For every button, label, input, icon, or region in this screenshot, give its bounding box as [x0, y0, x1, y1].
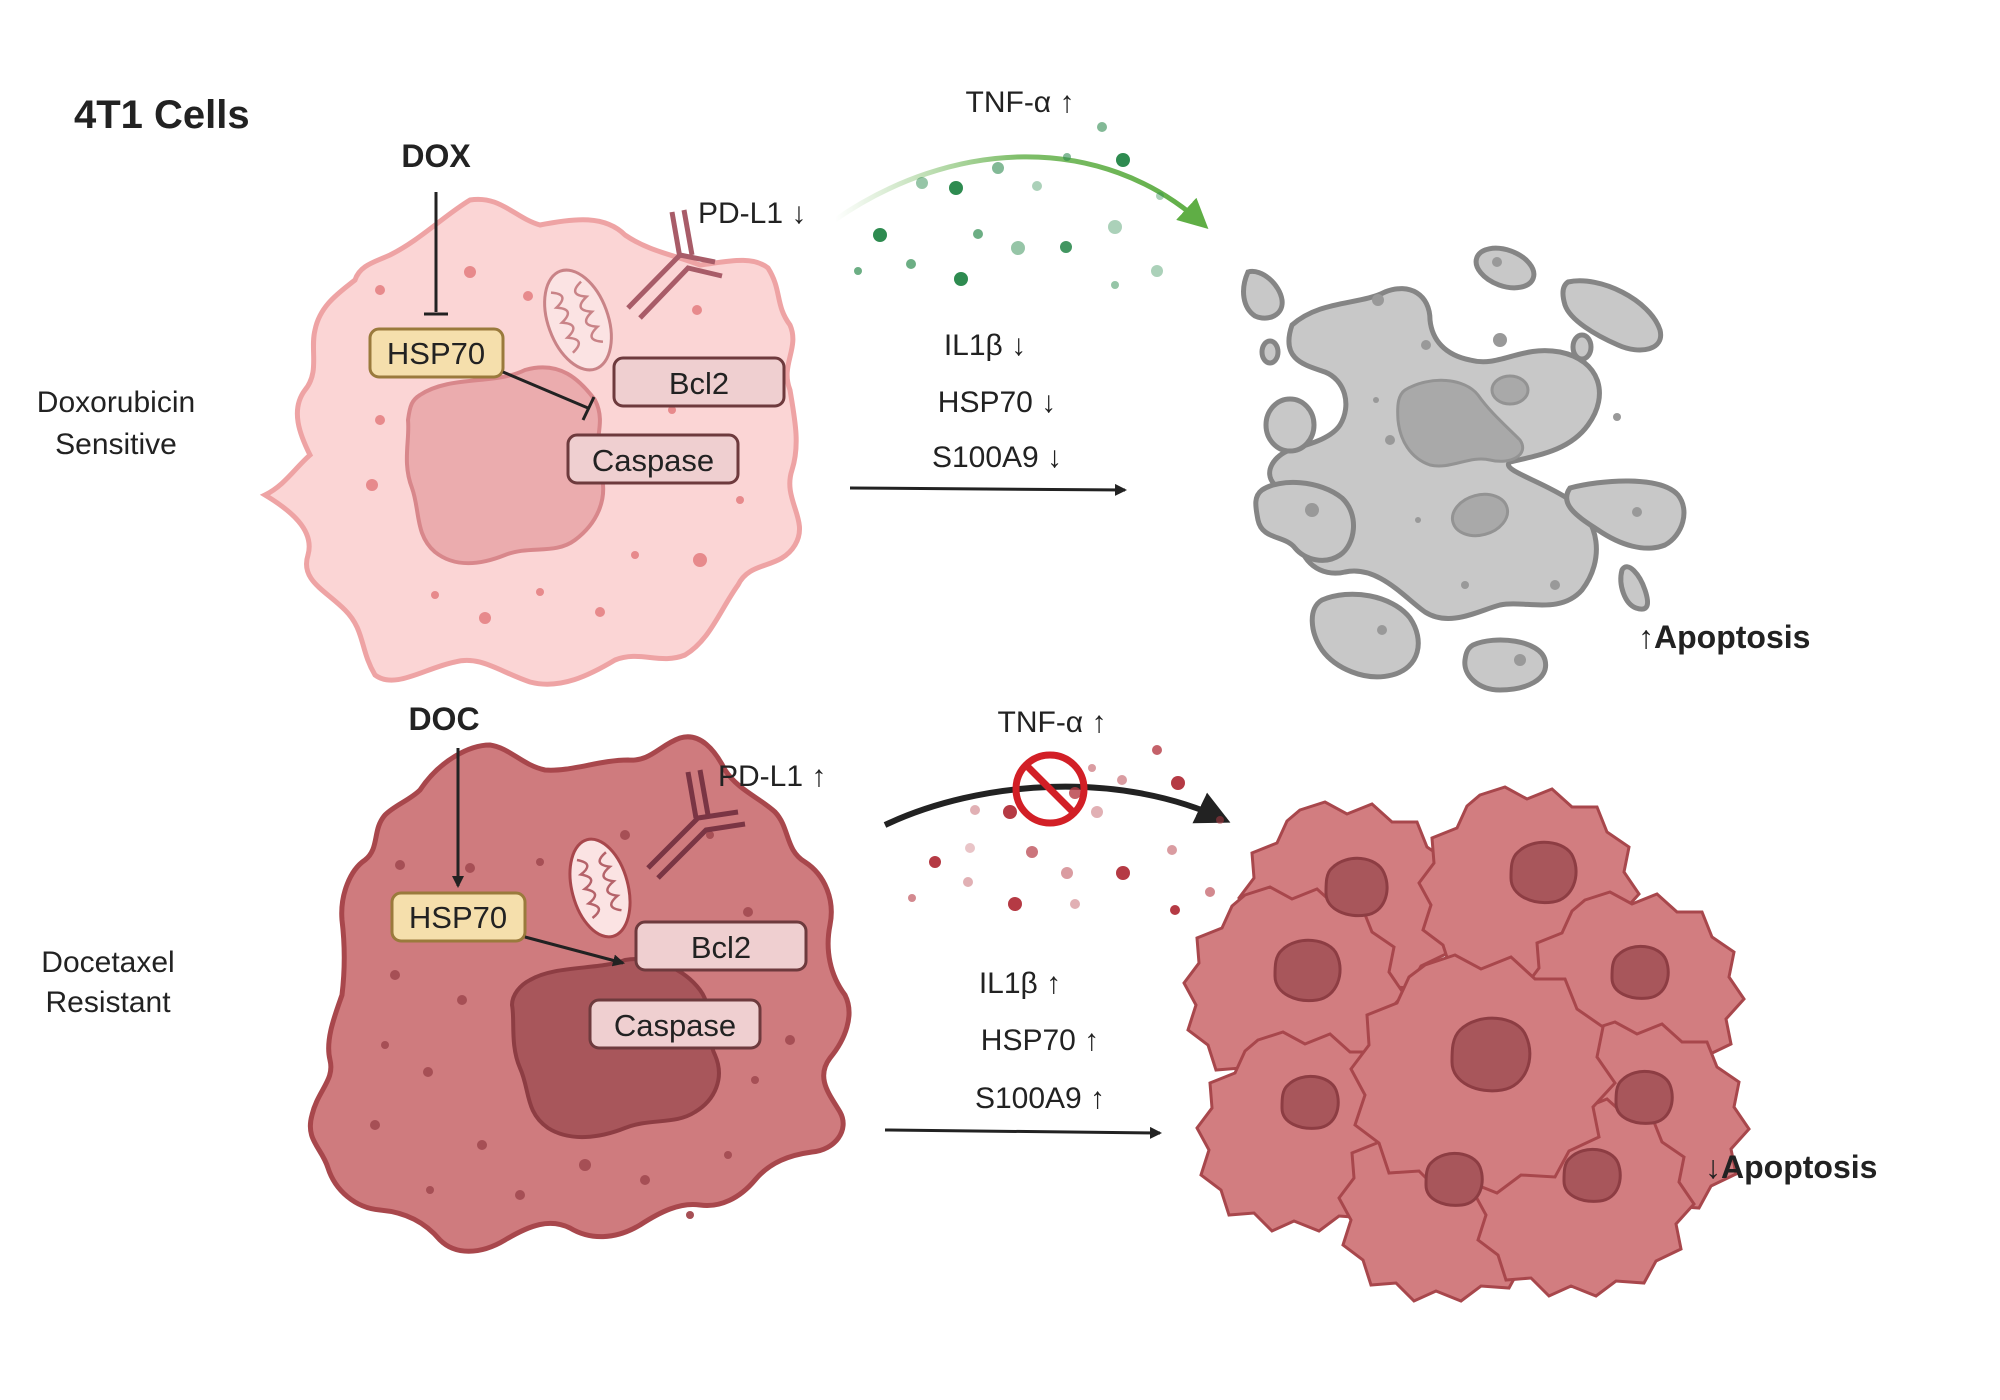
- apoptotic-cell-icon: [1241, 245, 1687, 693]
- tnf-label-resistant: TNF-α ↑: [998, 706, 1107, 739]
- pdl1-label-resistant: PD-L1 ↑: [718, 760, 826, 793]
- marker-il1b-resistant: IL1β ↑: [979, 967, 1061, 1000]
- resistant-mitochondrion-icon: [568, 837, 632, 939]
- hsp70-box-sensitive: [368, 327, 505, 379]
- marker-s100a9-sensitive: S100A9 ↓: [932, 441, 1062, 474]
- arrow-to-apoptosis-sensitive: [849, 483, 1127, 496]
- sensitive-mitochondrion-icon: [543, 268, 613, 372]
- bcl2-box-sensitive: [612, 356, 786, 408]
- caspase-label-resistant: Caspase: [614, 1008, 736, 1043]
- hsp70-inhibit-caspase-line: [502, 370, 589, 410]
- tnf-particles-resistant-icon: [908, 745, 1224, 915]
- outcome-label-resistant: ↓Apoptosis: [1705, 1149, 1877, 1185]
- bcl2-box-resistant: [634, 920, 808, 972]
- tnf-particles-sensitive-icon: [854, 122, 1164, 289]
- sensitive-nucleus-icon: [404, 365, 606, 566]
- row-label-resistant-line1: Docetaxel: [41, 946, 174, 979]
- row-label-resistant-line2: Resistant: [45, 986, 171, 1019]
- hsp70-inhibit-caspase-bar: [581, 396, 596, 421]
- apoptotic-dots-icon: [1305, 257, 1642, 666]
- row-label-sensitive-line1: Doxorubicin: [37, 386, 195, 419]
- figure-title: 4T1 Cells: [74, 93, 250, 137]
- marker-s100a9-resistant: S100A9 ↑: [975, 1082, 1105, 1115]
- pdl1-label-sensitive: PD-L1 ↓: [698, 197, 806, 230]
- drug-label-dox: DOX: [401, 138, 471, 174]
- hsp70-activate-bcl2-arrow: [524, 935, 625, 967]
- tnf-label-sensitive: TNF-α ↑: [966, 86, 1075, 119]
- drug-label-doc: DOC: [408, 701, 479, 737]
- tumor-nuclei-icon: [1273, 840, 1674, 1207]
- top-row: Doxorubicin Sensitive PD-L1 ↓ DO: [37, 86, 1810, 693]
- caspase-box-sensitive: [566, 433, 740, 485]
- hsp70-label-resistant: HSP70: [409, 900, 507, 935]
- marker-il1b-sensitive: IL1β ↓: [944, 329, 1026, 362]
- pdl1-receptor-sensitive-icon: [626, 209, 723, 320]
- outcome-label-sensitive: ↑Apoptosis: [1638, 619, 1810, 655]
- hsp70-box-resistant: [390, 891, 527, 943]
- caspase-box-resistant: [588, 998, 762, 1050]
- tnf-release-arrow-sensitive: [833, 154, 1209, 230]
- bottom-row: Docetaxel Resistant PD-L1 ↑: [41, 701, 1877, 1303]
- caspase-label-sensitive: Caspase: [592, 443, 714, 478]
- arrow-to-apoptosis-resistant: [884, 1126, 1162, 1139]
- resistant-speckles: [370, 830, 795, 1219]
- marker-hsp70-resistant: HSP70 ↑: [981, 1024, 1099, 1057]
- sensitive-speckles: [366, 266, 744, 624]
- pdl1-receptor-resistant-icon: [646, 769, 746, 880]
- marker-hsp70-sensitive: HSP70 ↓: [938, 386, 1056, 419]
- row-label-sensitive-line2: Sensitive: [55, 428, 177, 461]
- blocked-icon: [1012, 751, 1088, 827]
- apoptotic-inner-icon: [1396, 374, 1530, 538]
- bcl2-label-sensitive: Bcl2: [669, 366, 729, 401]
- hsp70-label-sensitive: HSP70: [387, 336, 485, 371]
- bcl2-label-resistant: Bcl2: [691, 930, 751, 965]
